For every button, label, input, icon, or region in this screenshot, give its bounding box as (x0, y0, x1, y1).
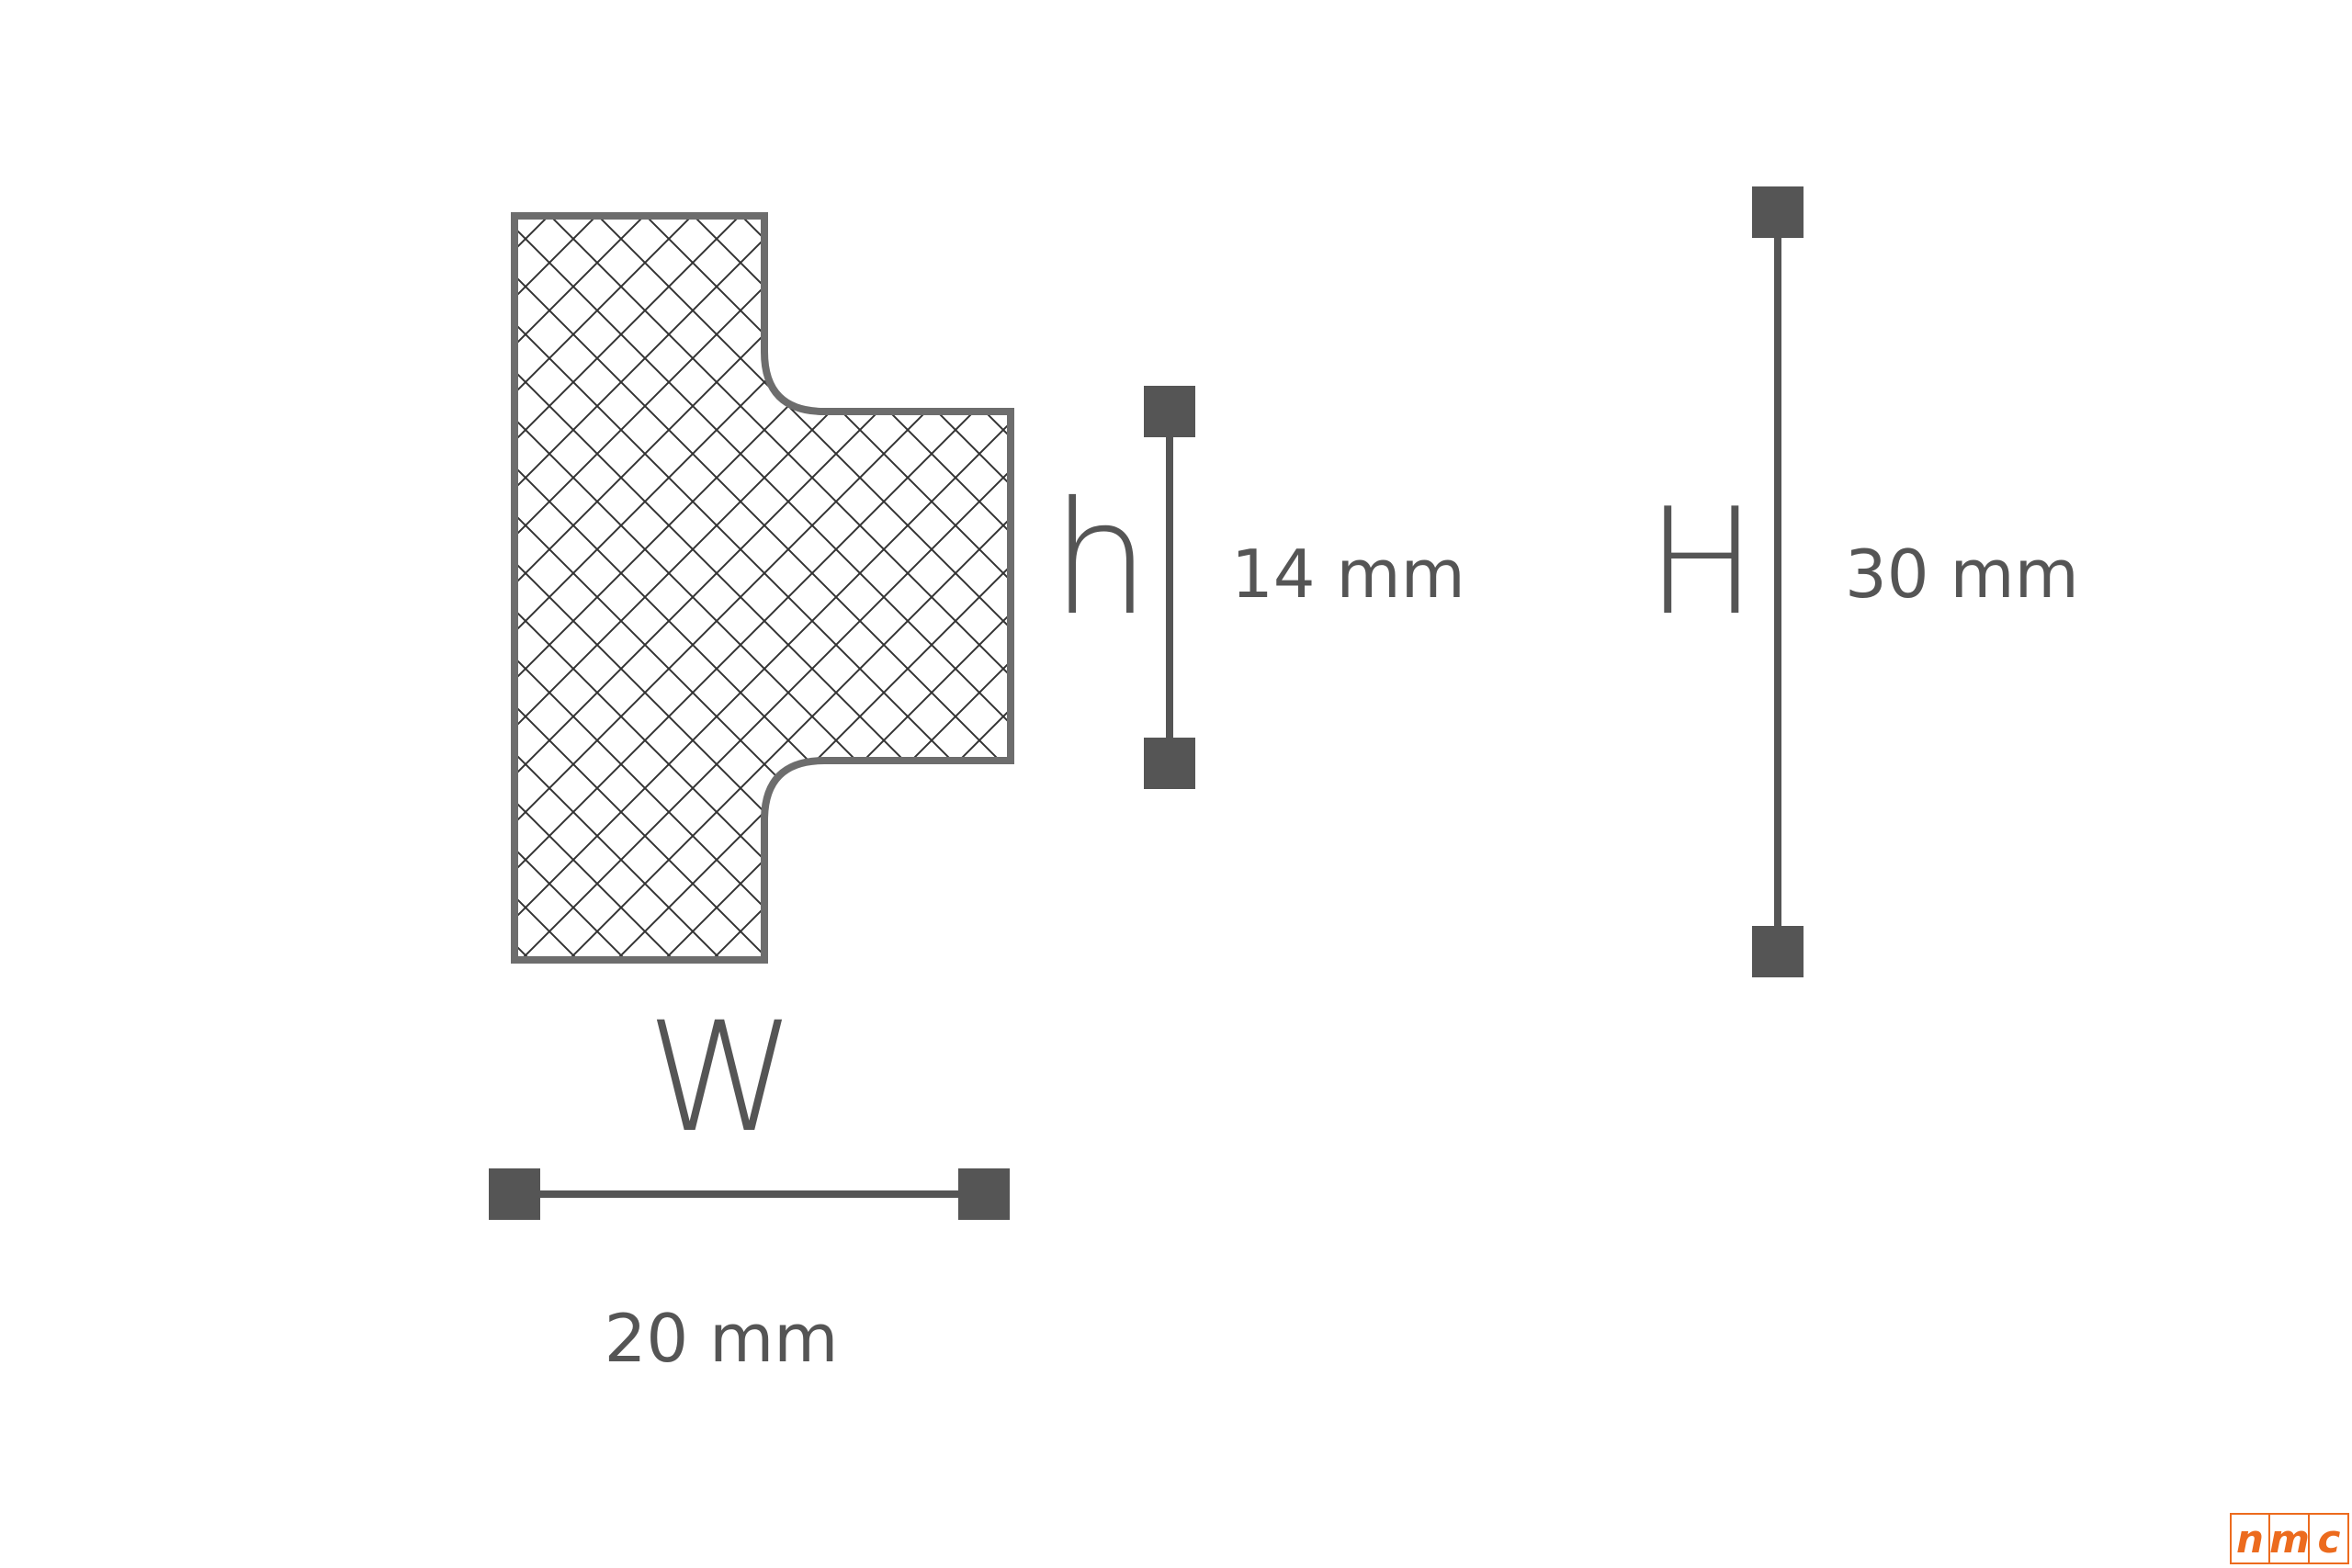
dimension-end-cap (1144, 738, 1195, 789)
value-H: 30 mm (1845, 536, 2079, 613)
value-h: 14 mm (1231, 536, 1465, 613)
dimension-line-H (1752, 186, 1804, 977)
dimension-end-cap (1752, 186, 1804, 238)
dimension-line-h (1144, 386, 1195, 789)
dimension-end-cap (958, 1168, 1010, 1220)
dimension-end-cap (1752, 926, 1804, 977)
dimension-end-cap (1144, 386, 1195, 437)
symbol-h: h (1051, 468, 1150, 650)
logo-letter-n: n (2236, 1517, 2264, 1562)
nmc-logo: n m c (2230, 1513, 2349, 1564)
value-W: 20 mm (605, 1300, 839, 1377)
dimension-line-W (489, 1168, 1010, 1220)
profile-cross-section (511, 212, 1014, 964)
dimension-end-cap (489, 1168, 540, 1220)
logo-letter-m: m (2269, 1517, 2310, 1562)
logo-letter-c: c (2318, 1517, 2341, 1562)
symbol-H: H (1646, 476, 1757, 648)
symbol-W: W (646, 989, 796, 1166)
